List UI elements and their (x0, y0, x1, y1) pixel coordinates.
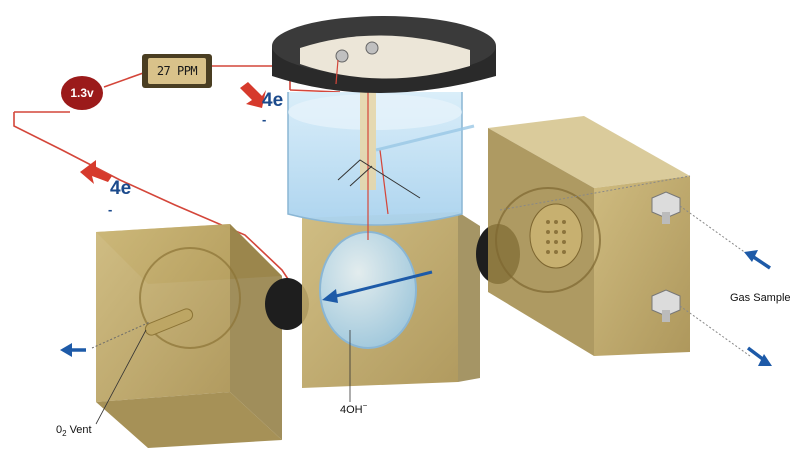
oxygen-vent-arrow-icon (60, 343, 86, 357)
gas-sample-label: Gas Sample (730, 292, 791, 304)
electrolyte-reservoir (287, 78, 475, 240)
gas-in-arrow-icon (744, 250, 771, 270)
hydroxide-label: 4OH− (340, 401, 368, 416)
o2-subscript: 2 (62, 429, 67, 438)
gas-out-arrow-icon (746, 346, 772, 366)
electron-charge-left: - (108, 202, 113, 217)
cell-lid (272, 16, 496, 93)
central-housing (302, 212, 480, 388)
hydroxide-charge: − (362, 401, 368, 410)
cathode-disc (265, 278, 309, 330)
voltage-badge (61, 76, 103, 110)
ppm-meter (142, 54, 212, 88)
right-block (488, 116, 751, 357)
electron-label-top: 4e (262, 90, 284, 111)
gas-outlet-fitting (651, 289, 681, 322)
o2-symbol: 0 (56, 424, 63, 436)
electron-charge-top: - (262, 112, 267, 127)
ppm-meter-reading: 27 PPM (156, 64, 198, 78)
electron-label-left: 4e (110, 178, 132, 199)
left-block (91, 224, 282, 448)
electron-arrow-left-icon (80, 160, 112, 184)
o2-vent-text: Vent (69, 424, 92, 436)
gas-inlet-fitting (651, 191, 681, 224)
ion-flow-arrow-icon (322, 270, 433, 303)
electron-arrow-top-icon (240, 82, 266, 108)
hydroxide-formula: 4OH (340, 404, 363, 416)
o2-vent-leader (95, 329, 147, 425)
voltage-label: 1.3v (70, 86, 94, 100)
